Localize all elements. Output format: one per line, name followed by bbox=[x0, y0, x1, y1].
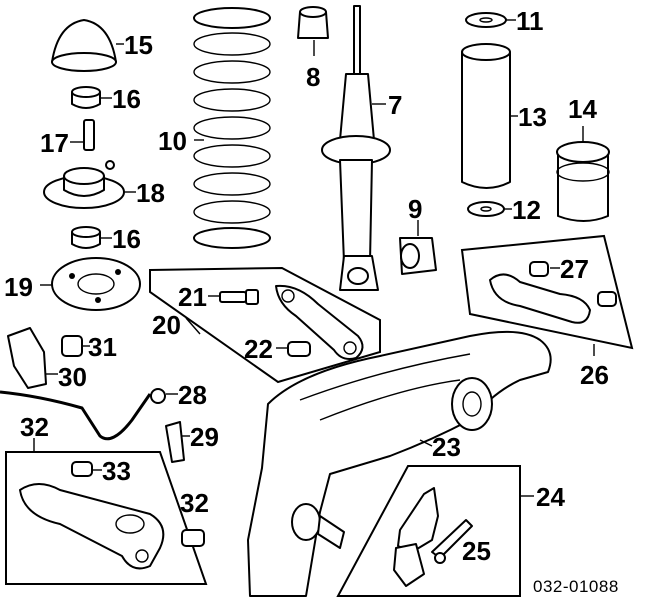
group-box-26 bbox=[460, 234, 634, 356]
part-32-bushing bbox=[181, 529, 205, 547]
part-31-nut bbox=[61, 335, 90, 357]
callout-16-upper: 16 bbox=[112, 84, 141, 114]
callout-28: 28 bbox=[178, 380, 207, 410]
callout-10: 10 bbox=[158, 126, 187, 156]
part-26-arm bbox=[489, 273, 591, 324]
part-20-link-arm bbox=[275, 284, 364, 360]
callout-17: 17 bbox=[40, 128, 69, 158]
part-14-bump-stop bbox=[556, 126, 610, 222]
callout-32-upper: 32 bbox=[20, 412, 49, 442]
reference-number: 032-01088 bbox=[533, 577, 619, 596]
part-16-lower-bushing bbox=[71, 226, 112, 249]
part-17-collar bbox=[70, 119, 95, 151]
part-18-upper-mount bbox=[43, 160, 136, 209]
part-9-bushing bbox=[399, 220, 437, 275]
part-19-spring-seat bbox=[40, 257, 141, 311]
callout-19: 19 bbox=[4, 272, 33, 302]
callout-labels: 15 16 17 18 16 19 10 8 7 9 11 13 12 14 2… bbox=[4, 6, 619, 596]
callout-26: 26 bbox=[580, 360, 609, 390]
part-8-bushing bbox=[297, 6, 329, 56]
callout-25: 25 bbox=[462, 536, 491, 566]
callout-24: 24 bbox=[536, 482, 565, 512]
callout-27: 27 bbox=[560, 254, 589, 284]
callout-18: 18 bbox=[136, 178, 165, 208]
part-15-dust-cap bbox=[51, 19, 124, 72]
part-23-knuckle-assembly bbox=[247, 330, 552, 597]
callout-22: 22 bbox=[244, 334, 273, 364]
callout-20: 20 bbox=[152, 310, 181, 340]
callout-14: 14 bbox=[568, 94, 597, 124]
part-29-link bbox=[165, 421, 190, 463]
part-16-upper-bushing bbox=[71, 86, 112, 109]
callout-13: 13 bbox=[518, 102, 547, 132]
part-12-washer bbox=[467, 201, 512, 217]
part-28-stabilizer-bar bbox=[0, 388, 178, 441]
part-27-bushing bbox=[529, 261, 617, 307]
part-32-lower-arm bbox=[19, 483, 165, 570]
part-11-washer bbox=[465, 12, 516, 28]
part-22-bushing bbox=[276, 341, 311, 357]
callout-31: 31 bbox=[88, 332, 117, 362]
part-7-shock-absorber bbox=[321, 5, 391, 291]
part-13-dust-cover bbox=[461, 43, 518, 189]
callout-23: 23 bbox=[432, 432, 461, 462]
callout-30: 30 bbox=[58, 362, 87, 392]
part-25-bolt bbox=[431, 519, 473, 564]
part-24-bracket bbox=[393, 487, 439, 587]
callout-11: 11 bbox=[516, 6, 544, 36]
callout-16-lower: 16 bbox=[112, 224, 141, 254]
callout-32-lower: 32 bbox=[180, 488, 209, 518]
callout-15: 15 bbox=[124, 30, 153, 60]
callout-33: 33 bbox=[102, 456, 131, 486]
group-box-20 bbox=[149, 266, 381, 384]
part-33-bushing bbox=[71, 461, 102, 477]
part-21-bolt bbox=[208, 289, 259, 305]
callout-9: 9 bbox=[408, 194, 422, 224]
callout-8: 8 bbox=[306, 62, 320, 92]
callout-12: 12 bbox=[512, 195, 541, 225]
callout-29: 29 bbox=[190, 422, 219, 452]
callout-7: 7 bbox=[388, 90, 402, 120]
group-box-32 bbox=[5, 438, 208, 585]
group-box-24 bbox=[336, 465, 534, 597]
part-10-coil-spring bbox=[193, 7, 271, 249]
callout-21: 21 bbox=[178, 282, 207, 312]
part-30-bracket bbox=[7, 327, 58, 389]
